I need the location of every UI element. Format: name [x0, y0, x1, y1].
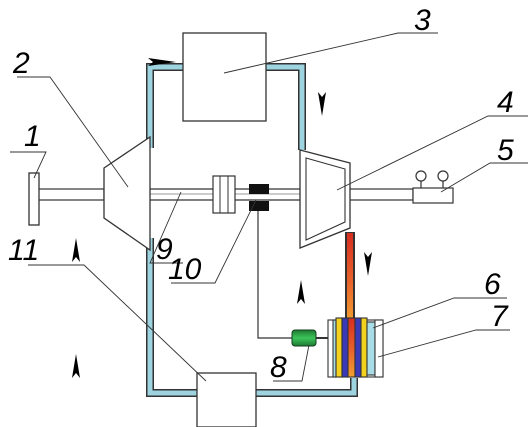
component-3-box	[182, 32, 267, 122]
gauge-left-icon	[415, 170, 427, 182]
flow-arrows	[72, 58, 372, 378]
component-10-clutch	[249, 184, 269, 211]
heat-exchanger-stack	[327, 317, 384, 378]
component-11-box	[196, 372, 257, 427]
arrow-down-top	[318, 92, 326, 116]
component-8-motor	[291, 329, 328, 347]
label-6: 6	[484, 268, 501, 301]
plate-heated	[347, 317, 356, 378]
arrow-right-top	[148, 58, 176, 66]
label-2: 2	[12, 47, 30, 80]
component-labels: 1 2 3 4 5 6 7 8 9 10 11	[8, 4, 514, 384]
control-line	[257, 211, 292, 339]
arrow-up-mid	[297, 280, 305, 304]
label-5: 5	[497, 134, 514, 167]
component-1-plate	[28, 172, 40, 226]
label-11: 11	[8, 234, 39, 267]
component-4-turbine	[299, 149, 351, 249]
component-9-coupling	[212, 175, 236, 214]
pipe-loop	[146, 63, 358, 397]
component-2-compressor	[103, 135, 151, 252]
plate-yellow-left	[335, 317, 343, 378]
label-4: 4	[497, 86, 514, 119]
component-6-plate	[366, 321, 376, 376]
label-10: 10	[168, 253, 202, 286]
hot-pipe	[345, 232, 355, 324]
label-7: 7	[491, 300, 509, 333]
arrow-up-left-low	[72, 354, 80, 378]
gauge-right-icon	[437, 170, 449, 182]
label-8: 8	[270, 351, 287, 384]
arrow-down-mid	[364, 252, 372, 276]
component-5-generator	[412, 170, 454, 204]
plate-blue-right	[354, 317, 362, 378]
plate-yellow-right	[360, 317, 368, 378]
leader-lines	[10, 32, 528, 382]
arrow-up-left	[72, 238, 80, 262]
label-1: 1	[24, 120, 41, 153]
plate-blue-left	[341, 317, 349, 378]
label-9: 9	[156, 233, 173, 266]
component-7-endcap	[374, 319, 384, 378]
label-3: 3	[414, 4, 431, 37]
